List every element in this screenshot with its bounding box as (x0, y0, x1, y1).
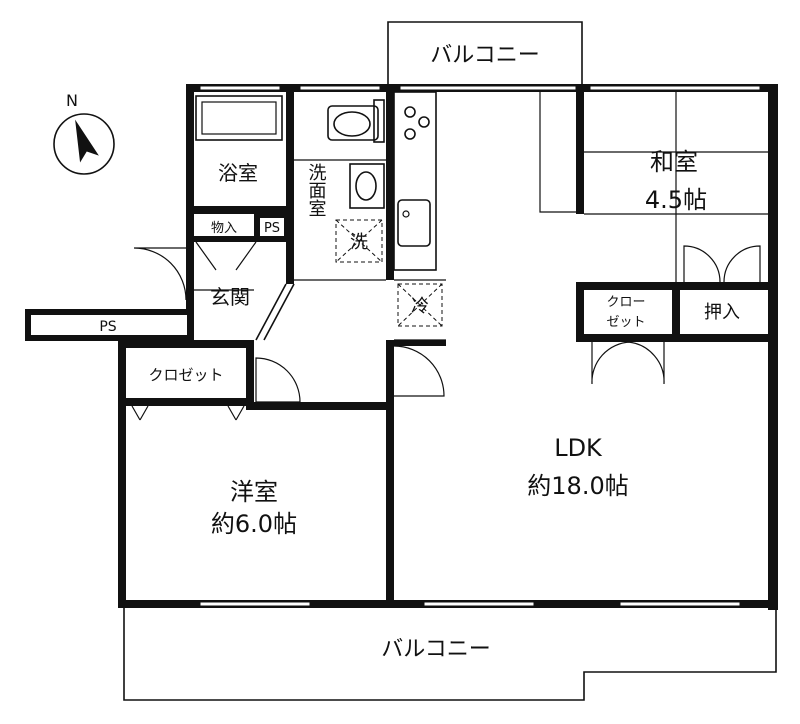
compass-circle (53, 113, 115, 175)
windows (199, 85, 761, 607)
balcony-bottom-label: バルコニー (381, 637, 491, 662)
fridge-label: 冷 (411, 296, 429, 317)
compass-north-label: N (66, 91, 78, 110)
kitchen-counter (393, 91, 437, 271)
closet-east-label-1: クロー (606, 295, 645, 310)
washroom-label: 洗面室 (306, 163, 327, 217)
storage-label: 物入 (211, 221, 237, 236)
ps-long-label: PS (99, 319, 116, 335)
washitsu-name: 和室 (650, 148, 698, 176)
wash-basin (349, 163, 385, 209)
ps-long (25, 309, 193, 341)
youshitsu-size: 約6.0帖 (211, 510, 297, 538)
balcony-top-label: バルコニー (430, 43, 540, 68)
balcony-bottom-outline (123, 604, 777, 701)
labels: バルコニー バルコニー 浴室 洗面室 洗 冷 物入 PS PS 玄関 クロゼット… (99, 43, 740, 662)
washer-pan (335, 219, 383, 263)
ldk-name: LDK (554, 434, 603, 462)
washer-label: 洗 (350, 232, 368, 253)
fridge-space (397, 283, 443, 327)
ldk-size: 約18.0帖 (527, 472, 628, 500)
closet-east-label-2: ゼット (606, 315, 645, 330)
ps-small-box (256, 214, 288, 240)
youshitsu-name: 洋室 (230, 478, 278, 506)
balcony-top-outline (387, 21, 583, 86)
bathtub (195, 95, 283, 141)
toilet (327, 99, 385, 143)
entrance-label: 玄関 (210, 285, 250, 309)
compass-needle-icon (75, 119, 99, 163)
closet-west-label: クロゼット (148, 366, 223, 384)
ps-small-label: PS (264, 221, 280, 236)
oshiire-label: 押入 (704, 302, 740, 323)
compass: N (53, 91, 115, 175)
doors (131, 241, 761, 421)
bath-label: 浴室 (218, 161, 258, 185)
interior-lines (194, 92, 768, 341)
washitsu-size: 4.5帖 (645, 186, 707, 214)
